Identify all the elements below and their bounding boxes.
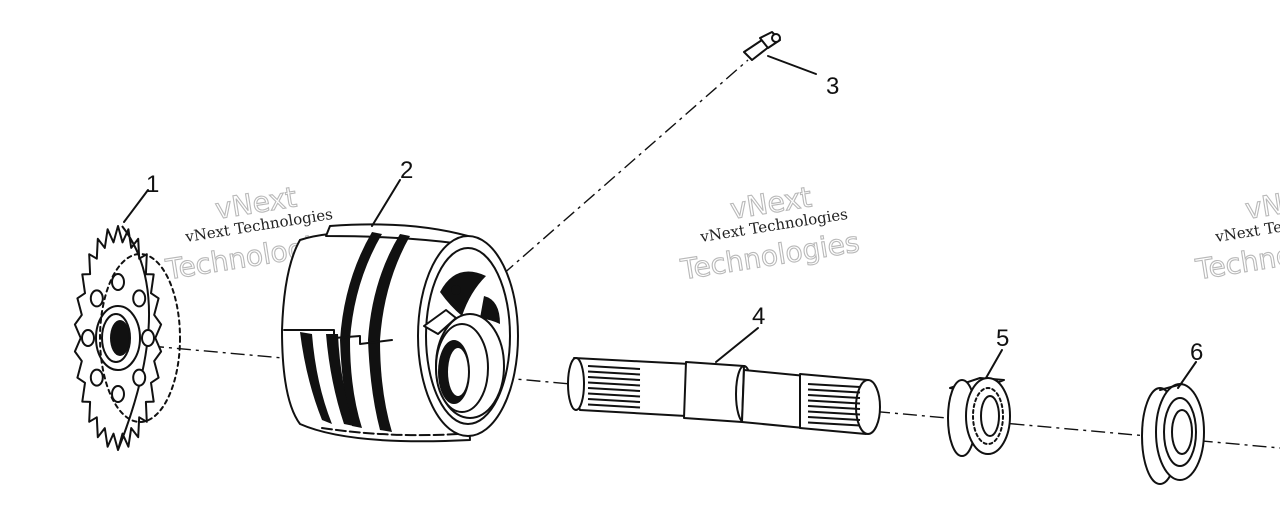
part-1-sprocket bbox=[73, 225, 181, 451]
callout-4: 4 bbox=[752, 303, 765, 330]
shaft-spline bbox=[807, 394, 861, 399]
part-3-grease-fitting bbox=[743, 31, 781, 61]
callout-6: 6 bbox=[1190, 339, 1203, 366]
sprocket-bolt-hole bbox=[111, 385, 125, 403]
callout-3: 3 bbox=[826, 73, 839, 100]
shaft-spline bbox=[587, 365, 641, 370]
callouts: 1 2 3 4 5 6 bbox=[146, 73, 1203, 366]
shaft-spline bbox=[587, 392, 641, 398]
shaft-spline bbox=[807, 405, 861, 410]
callout-1: 1 bbox=[146, 171, 159, 198]
sprocket-bolt-hole bbox=[132, 289, 147, 308]
sprocket-bolt-hole bbox=[132, 368, 147, 387]
callout-2: 2 bbox=[400, 157, 413, 184]
shaft-spline bbox=[587, 376, 641, 381]
callout-5: 5 bbox=[996, 325, 1009, 352]
part-5-bearing bbox=[947, 377, 1011, 457]
shaft-spline bbox=[807, 410, 861, 416]
shaft-spline bbox=[807, 421, 861, 427]
shaft-spline bbox=[807, 388, 861, 394]
part-2-clutch-drum bbox=[281, 223, 519, 443]
sprocket-bolt-hole bbox=[89, 289, 104, 308]
sprocket-bolt-hole bbox=[89, 368, 104, 387]
sprocket-bolt-hole bbox=[111, 273, 125, 291]
part-4-splined-shaft bbox=[567, 357, 881, 435]
part-6-seal-washer bbox=[1141, 383, 1205, 485]
shaft-spline bbox=[807, 383, 861, 388]
shaft-spline bbox=[587, 398, 641, 403]
shaft-spline bbox=[587, 370, 641, 376]
sprocket-bolt-hole bbox=[81, 329, 95, 347]
shaft-spline bbox=[587, 381, 641, 387]
watermark-2: vNext vNext Technologies Technologies bbox=[677, 180, 862, 287]
shaft-spline bbox=[587, 403, 641, 409]
leader-lines bbox=[123, 55, 1197, 389]
sprocket-bolt-hole bbox=[141, 329, 155, 347]
shaft-spline bbox=[807, 399, 861, 405]
watermark-3: vNext vNext Technologies Technologies bbox=[1192, 180, 1280, 287]
shaft-spline bbox=[587, 387, 641, 392]
shaft-spline bbox=[807, 416, 861, 421]
